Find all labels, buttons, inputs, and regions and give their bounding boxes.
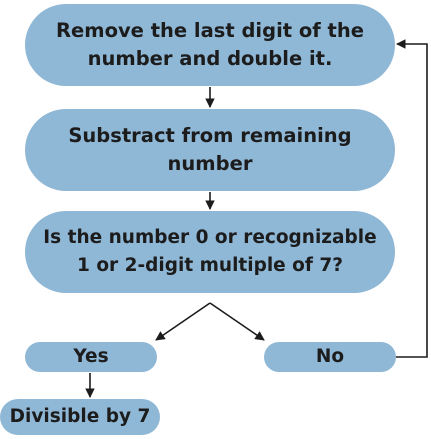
branch-yes: Yes: [25, 342, 157, 372]
step-remove-last-digit: Remove the last digit of the number and …: [25, 4, 395, 86]
arrow-question-to-no: [209, 302, 265, 341]
branch-no: No: [264, 342, 396, 372]
arrow-question-to-yes: [155, 302, 211, 341]
decision-multiple-of-7: Is the number 0 or recognizable 1 or 2-d…: [25, 211, 395, 293]
decision-label: Is the number 0 or recognizable 1 or 2-d…: [43, 227, 377, 276]
step-subtract-from-remaining: Substract from remaining number: [25, 109, 395, 191]
step-remove-last-digit-label: Remove the last digit of the number and …: [56, 19, 364, 70]
result-divisible-by-7: Divisible by 7: [0, 399, 160, 435]
branch-no-label: No: [315, 346, 345, 367]
branch-yes-label: Yes: [73, 346, 109, 367]
arrow-no-loop-back-to-step1: [396, 39, 428, 358]
step-subtract-label: Substract from remaining number: [68, 124, 352, 175]
result-label: Divisible by 7: [9, 406, 151, 427]
